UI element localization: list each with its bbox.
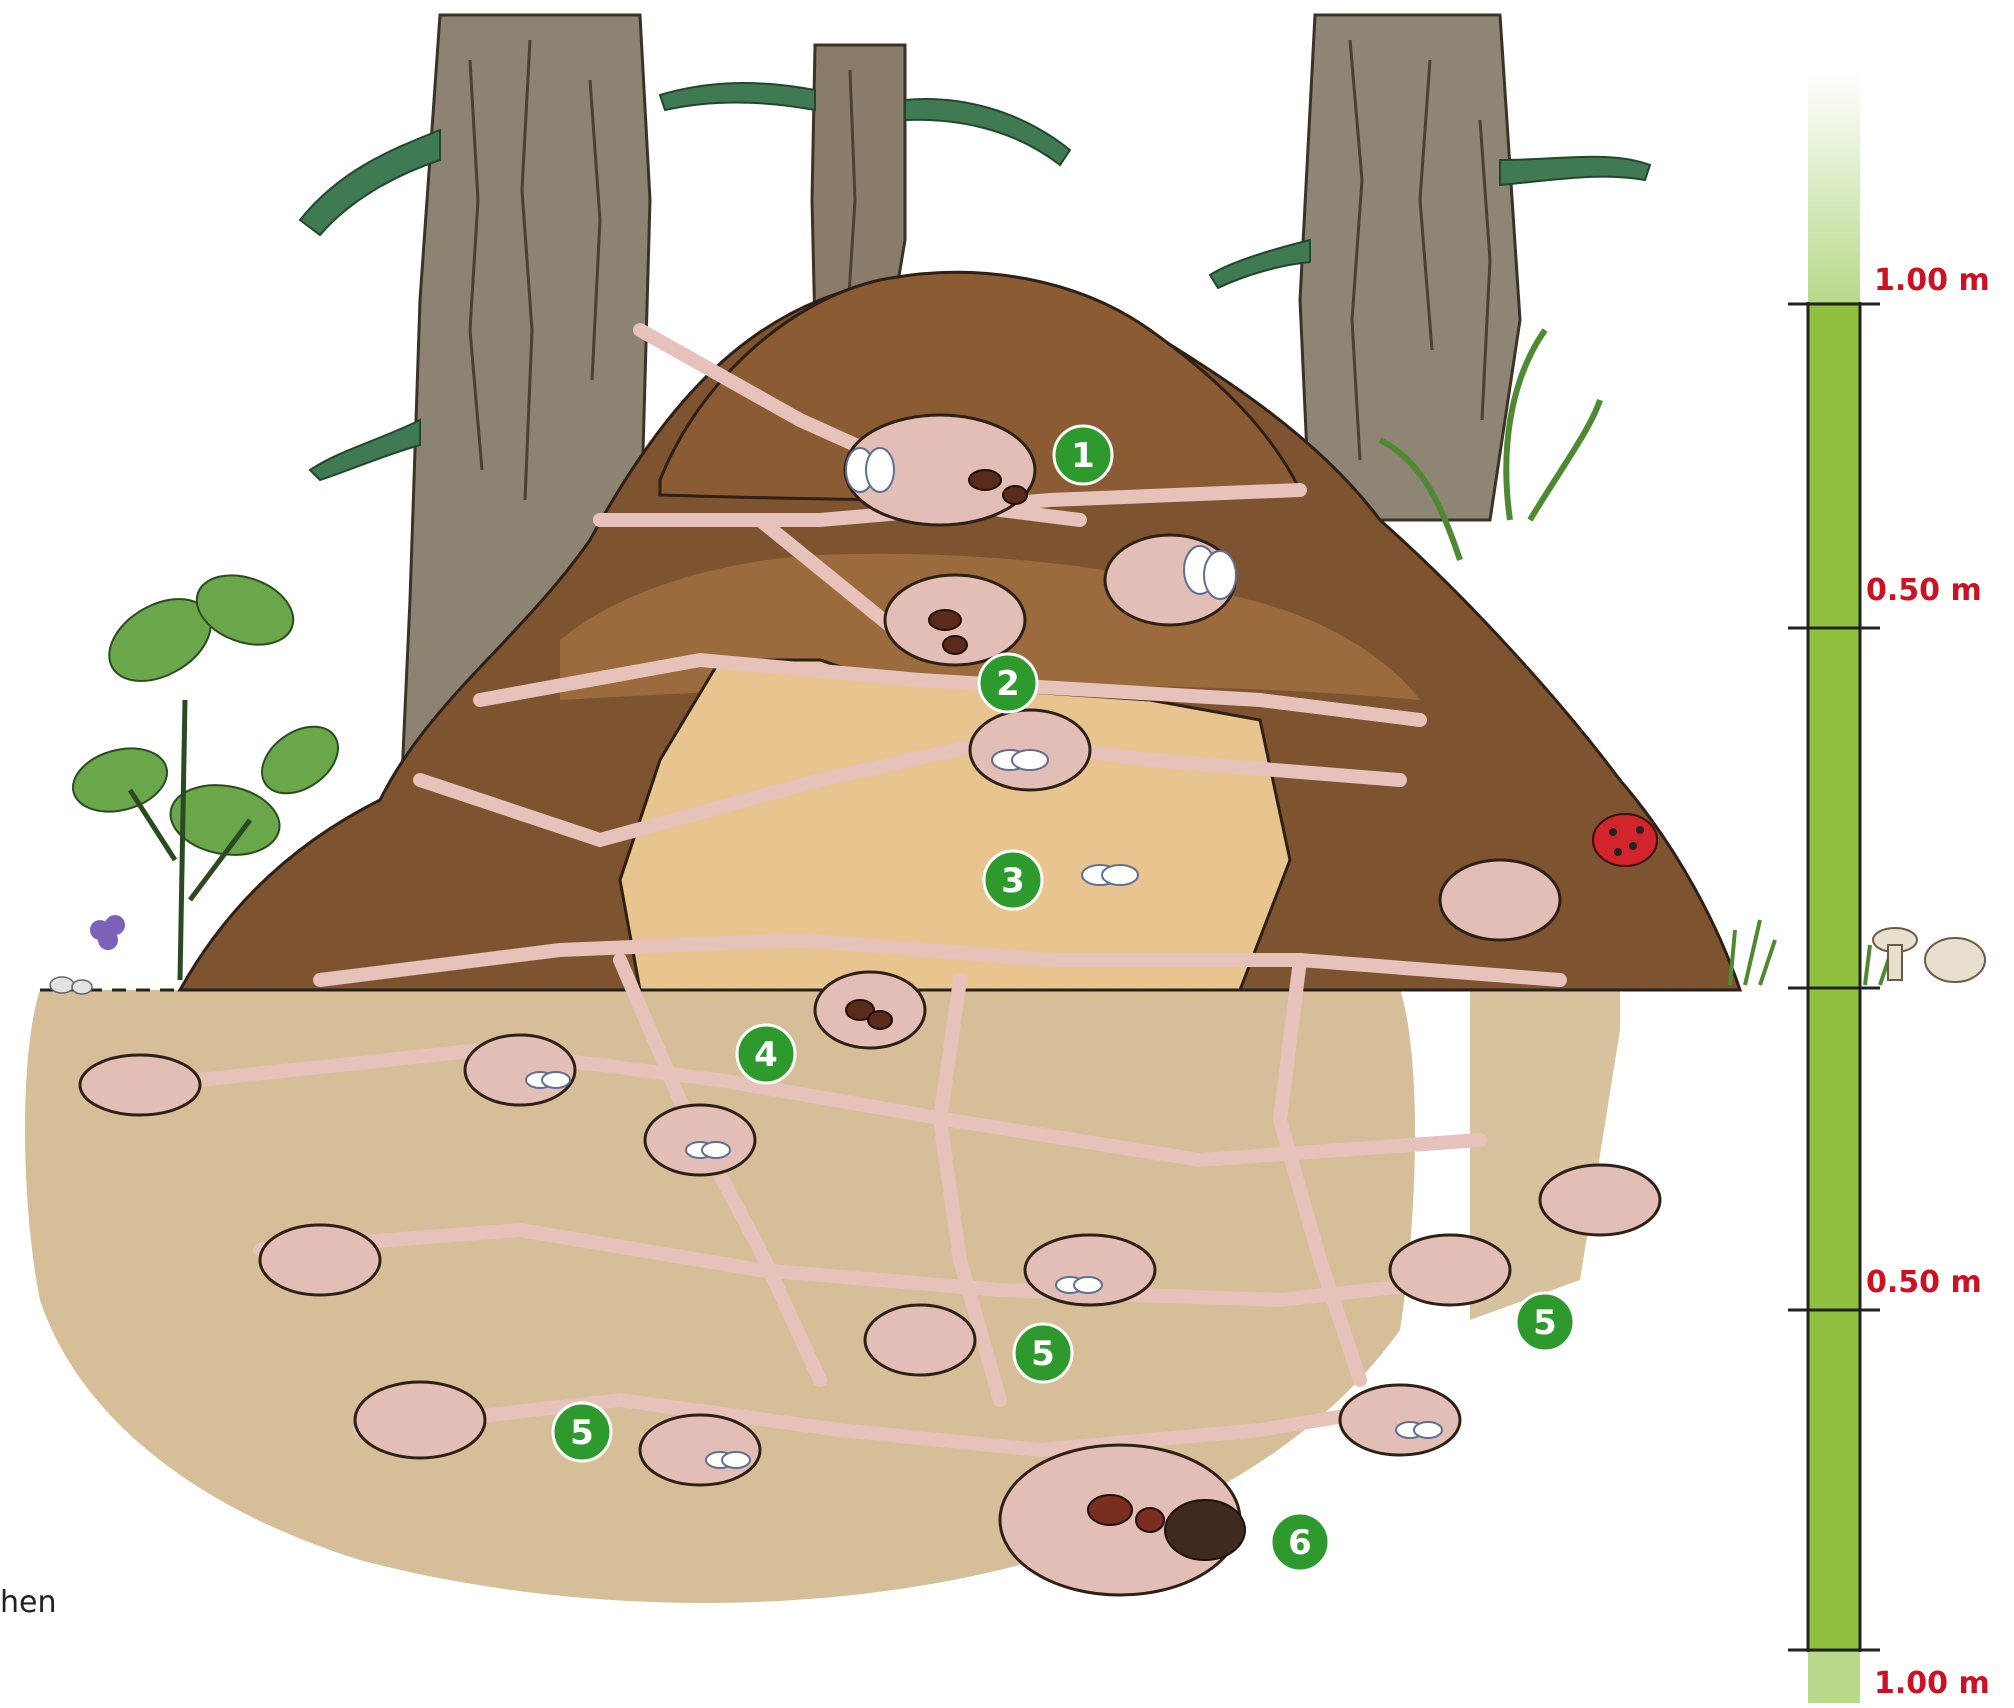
- chamber-soil-left: [80, 1055, 200, 1115]
- ladybird: [1593, 814, 1657, 866]
- tree-trunk-right: [1300, 15, 1520, 520]
- chamber-soil-10: [1340, 1385, 1460, 1455]
- chamber-soil-8: [640, 1415, 760, 1485]
- scale-bar: 1.00 m 0.50 m 0.50 m 1.00 m: [1788, 70, 1990, 1703]
- mushrooms: [1873, 928, 1985, 982]
- marker-6-label: 6: [1288, 1523, 1312, 1563]
- marker-6: 6: [1271, 1513, 1329, 1571]
- violet-flower: [90, 915, 125, 950]
- leaf: [250, 713, 351, 807]
- side-text-fragment: hen: [0, 1585, 56, 1620]
- chamber-right-edge: [1440, 860, 1560, 940]
- pine-branch-middle-right: [905, 99, 1070, 165]
- marker-5-right: 5: [1516, 1293, 1574, 1351]
- marker-5-left: 5: [553, 1403, 611, 1461]
- pine-branch-left: [300, 130, 440, 235]
- scale-label-below-050: 0.50 m: [1866, 1265, 1982, 1300]
- marker-2: 2: [979, 654, 1037, 712]
- pine-branch-right-lower: [1210, 240, 1310, 288]
- chamber-soil-4: [1390, 1235, 1510, 1305]
- marker-4-label: 4: [754, 1035, 778, 1075]
- scale-bar-bottom-fade: [1808, 1652, 1860, 1703]
- scale-label-above-050: 0.50 m: [1866, 573, 1982, 608]
- pine-branch-right-upper: [1500, 157, 1650, 185]
- marker-5-center-label: 5: [1031, 1334, 1055, 1374]
- marker-1: 1: [1054, 426, 1112, 484]
- leaf: [66, 739, 174, 822]
- pine-branch-left-low: [310, 420, 420, 480]
- chamber-soil-5: [1540, 1165, 1660, 1235]
- marker-3-label: 3: [1001, 861, 1025, 901]
- chamber-soil-7: [355, 1382, 485, 1458]
- marker-5-center: 5: [1014, 1324, 1072, 1382]
- pine-branch-middle-left: [660, 83, 815, 110]
- chamber-soil-6: [260, 1225, 380, 1295]
- marker-4: 4: [737, 1025, 795, 1083]
- marker-3: 3: [984, 851, 1042, 909]
- chamber-soil-9: [865, 1305, 975, 1375]
- marker-5-left-label: 5: [570, 1413, 594, 1453]
- scale-label-below-100: 1.00 m: [1874, 1666, 1990, 1701]
- marker-2-label: 2: [996, 664, 1020, 704]
- chamber-soil-2: [645, 1105, 755, 1175]
- chamber-soil-1: [465, 1035, 575, 1105]
- chamber-soil-3: [1025, 1235, 1155, 1305]
- scale-label-above-100: 1.00 m: [1874, 263, 1990, 298]
- scale-bar-body: [1808, 302, 1860, 1652]
- marker-5-right-label: 5: [1533, 1303, 1557, 1343]
- scale-bar-top-fade: [1808, 70, 1860, 302]
- marker-1-label: 1: [1071, 436, 1095, 476]
